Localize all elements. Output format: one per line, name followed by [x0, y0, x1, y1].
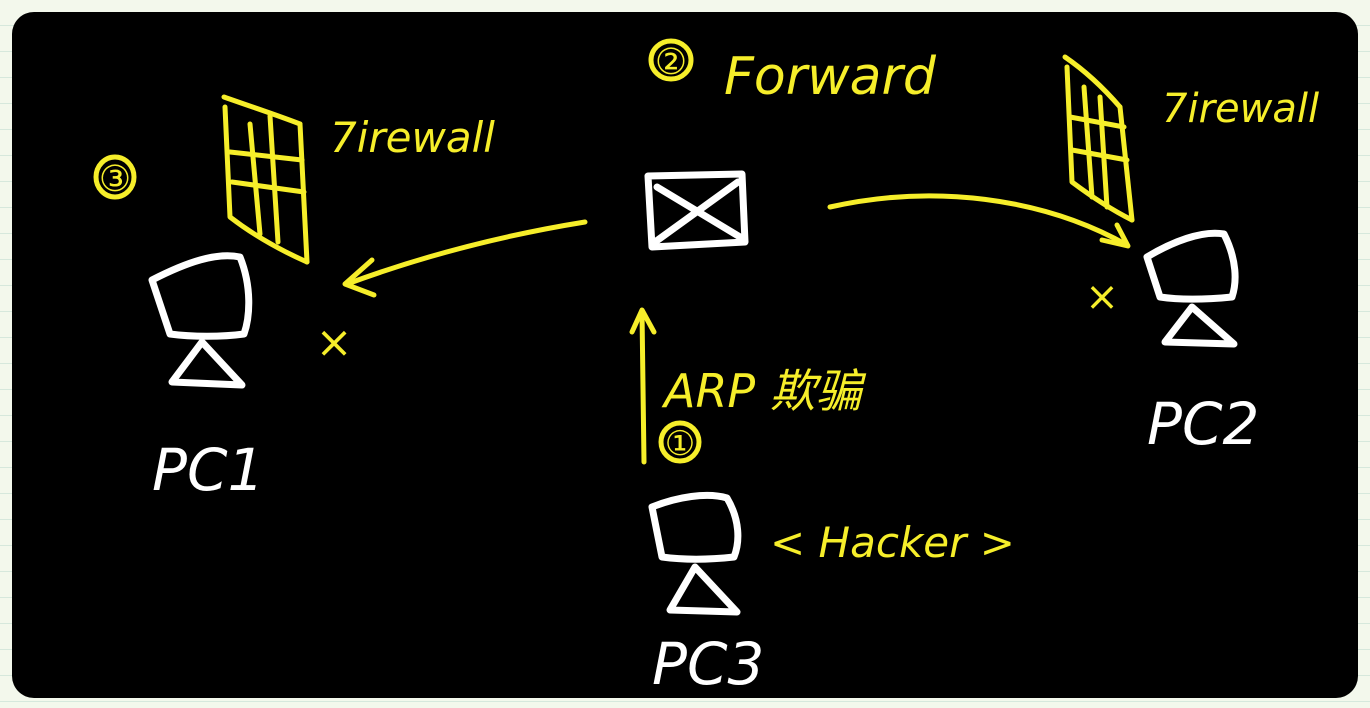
step-3-circle	[93, 154, 137, 200]
firewall-icon	[1062, 54, 1135, 223]
step-1-number: ①	[665, 424, 695, 464]
arrow-arp-up	[629, 307, 657, 465]
blackboard: ② Forward ③ 7irewall 7irewall × × ARP 欺骗…	[12, 12, 1358, 698]
computer-icon	[648, 491, 742, 616]
step-2-number: ②	[655, 42, 687, 83]
pc3-label: PC3	[652, 630, 764, 698]
hacker-label: < Hacker >	[770, 518, 1015, 567]
step-2-circle	[648, 38, 694, 82]
x-mark-left: ×	[316, 317, 353, 368]
computer-icon	[1143, 229, 1239, 348]
pc2-label: PC2	[1147, 390, 1259, 458]
firewall-right-label: 7irewall	[1162, 86, 1319, 132]
forward-label: Forward	[724, 47, 937, 107]
arrow-to-pc2	[827, 193, 1131, 249]
x-mark-right: ×	[1085, 274, 1119, 320]
diagram-canvas: ② Forward ③ 7irewall 7irewall × × ARP 欺骗…	[93, 38, 1319, 698]
pc1-label: PC1	[152, 436, 264, 504]
firewall-icon	[221, 94, 310, 265]
computer-icon	[148, 252, 253, 389]
switch-icon	[644, 170, 749, 251]
arrow-to-pc1	[342, 219, 588, 298]
step-1-circle	[658, 420, 702, 464]
firewall-left-label: 7irewall	[330, 113, 495, 162]
step-3-number: ③	[99, 159, 131, 200]
arp-label: ARP 欺骗	[661, 364, 867, 418]
